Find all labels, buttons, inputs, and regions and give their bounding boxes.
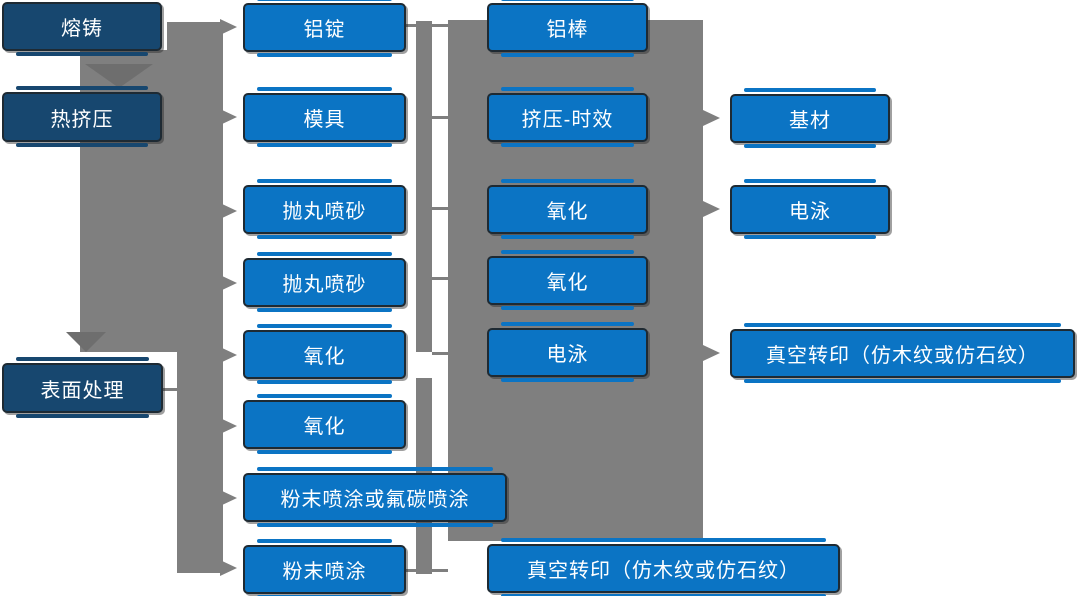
arrow-to-shot-blast-2 (220, 275, 237, 291)
tick-powder-to-bar (406, 569, 416, 572)
node-base-material: 基材 (730, 88, 890, 148)
arrow-to-oxidation-c2-1 (220, 347, 237, 363)
node-vacuum-transfer-c4: 真空转印（仿木纹或仿石纹） (730, 323, 1075, 383)
arrow-to-powder-fluoro (220, 490, 237, 506)
node-stage-hot-extrusion: 热挤压 (2, 86, 162, 147)
node-powder-coating: 粉末喷涂 (243, 539, 406, 596)
arrow-to-electrophoresis-c4 (703, 201, 720, 217)
node-oxidation-c3-1: 氧化 (487, 179, 648, 239)
node-label: 真空转印（仿木纹或仿石纹） (766, 345, 1039, 367)
mid-bar-upper (416, 21, 432, 352)
node-label: 氧化 (546, 272, 589, 294)
node-label: 表面处理 (40, 379, 125, 402)
node-oxidation-c2-1: 氧化 (243, 324, 406, 384)
node-powder-or-fluorocarbon: 粉末喷涂或氟碳喷涂 (243, 467, 507, 527)
node-vacuum-transfer-c3: 真空转印（仿木纹或仿石纹） (487, 538, 840, 596)
tick-bar-to-band-r2 (432, 116, 448, 119)
tick-bar-to-band-r4 (432, 277, 448, 280)
node-shot-blast-2: 抛丸喷砂 (243, 252, 406, 312)
tick-surface-to-band (163, 388, 179, 391)
down-arrow-to-hot-extrusion (85, 64, 153, 88)
tick-bar-to-band-r5 (432, 352, 448, 355)
node-extrusion-aging: 挤压-时效 (487, 87, 648, 147)
node-label: 氧化 (303, 416, 346, 438)
node-label: 铝锭 (303, 19, 346, 41)
down-arrow-to-surface-treat (66, 332, 106, 352)
node-label: 抛丸喷砂 (282, 201, 367, 223)
node-stage-melting: 熔铸 (2, 2, 162, 56)
arrow-to-aluminum-ingot (220, 19, 237, 35)
arrow-to-mold (220, 109, 237, 125)
tick-bar-to-band-r3 (432, 207, 448, 210)
node-label: 电泳 (546, 344, 589, 366)
node-label: 真空转印（仿木纹或仿石纹） (527, 560, 800, 582)
arrow-to-vacuum-transfer-c4 (703, 345, 720, 361)
node-electrophoresis-c4: 电泳 (730, 179, 890, 239)
node-shot-blast-1: 抛丸喷砂 (243, 179, 406, 239)
node-label: 热挤压 (50, 108, 114, 131)
node-label: 氧化 (546, 201, 589, 223)
node-label: 基材 (789, 110, 831, 132)
node-electrophoresis-c3: 电泳 (487, 322, 648, 382)
node-aluminum-ingot: 铝锭 (243, 0, 406, 57)
left-band-upper (167, 22, 223, 352)
arrow-to-oxidation-c2-2 (220, 418, 237, 434)
node-label: 电泳 (789, 201, 831, 223)
node-oxidation-c3-2: 氧化 (487, 250, 648, 310)
node-label: 挤压-时效 (521, 109, 614, 131)
node-stage-surface-treat: 表面处理 (2, 357, 163, 418)
arrow-to-powder-coating (220, 560, 237, 576)
arrow-to-base-material (703, 110, 720, 126)
node-label: 熔铸 (61, 18, 103, 40)
tick-bar-to-band-r1 (432, 24, 448, 27)
node-oxidation-c2-2: 氧化 (243, 394, 406, 454)
node-label: 模具 (303, 109, 346, 131)
node-mold: 模具 (243, 87, 406, 147)
node-label: 抛丸喷砂 (282, 274, 367, 296)
node-label: 氧化 (303, 346, 346, 368)
tick-bar-to-band-r6 (432, 569, 448, 572)
node-label: 粉末喷涂 (282, 561, 367, 583)
node-label: 铝棒 (546, 19, 589, 41)
arrow-to-shot-blast-1 (220, 203, 237, 219)
left-band-lower (177, 352, 223, 573)
node-aluminum-rod: 铝棒 (487, 0, 648, 57)
node-label: 粉末喷涂或氟碳喷涂 (280, 489, 470, 511)
tick-ingot-to-bar (406, 24, 416, 27)
